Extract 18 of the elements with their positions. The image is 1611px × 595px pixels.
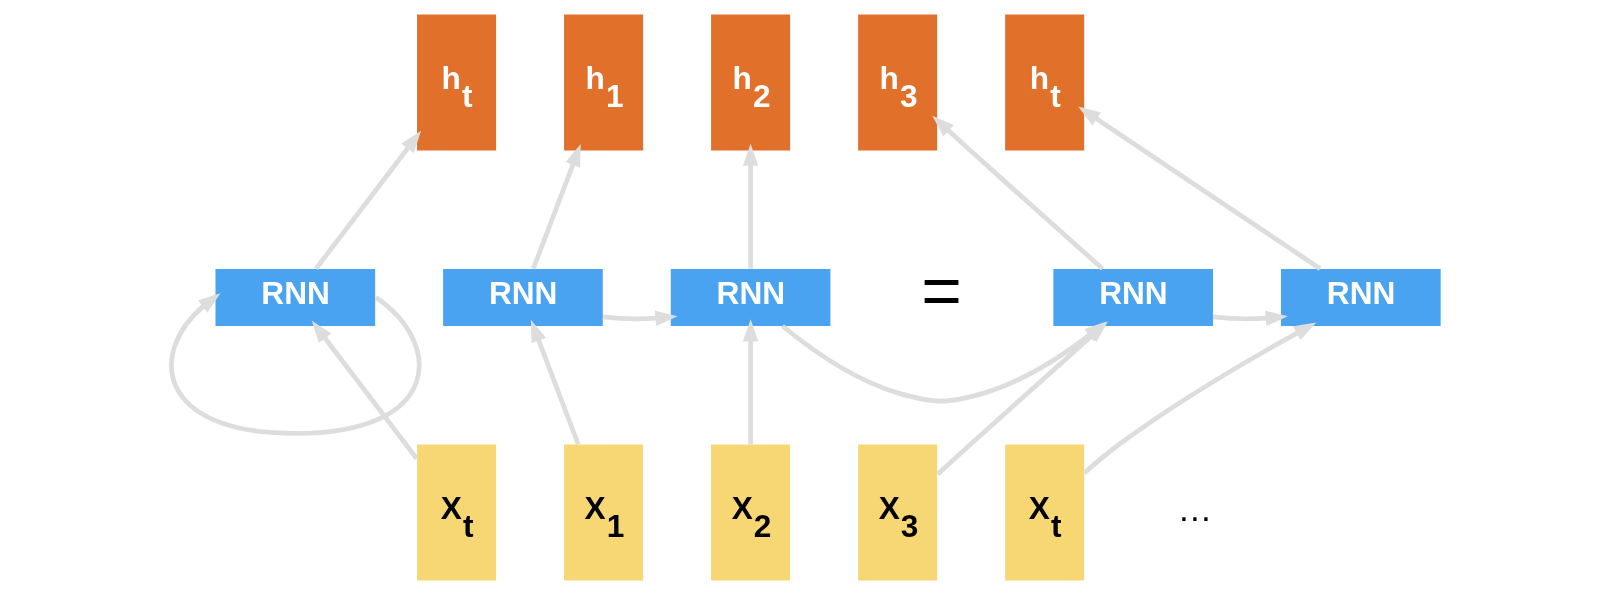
node-box: RNN — [1052, 269, 1213, 326]
arrow — [742, 319, 758, 445]
arrow — [931, 115, 1104, 271]
arrow — [313, 130, 421, 271]
arrow — [1077, 106, 1321, 271]
arrow — [169, 293, 421, 436]
arrow — [530, 144, 581, 270]
label: … — [1176, 490, 1212, 529]
arrow — [530, 319, 580, 446]
arrow — [1212, 310, 1288, 327]
node-box: RNN — [442, 269, 603, 326]
label: = — [920, 252, 962, 331]
arrow — [602, 310, 678, 327]
node-box: RNN — [215, 269, 375, 326]
arrow — [311, 320, 419, 460]
node-box: RNN — [1280, 269, 1441, 326]
node-box: RNN — [670, 269, 830, 326]
arrow — [742, 143, 758, 269]
